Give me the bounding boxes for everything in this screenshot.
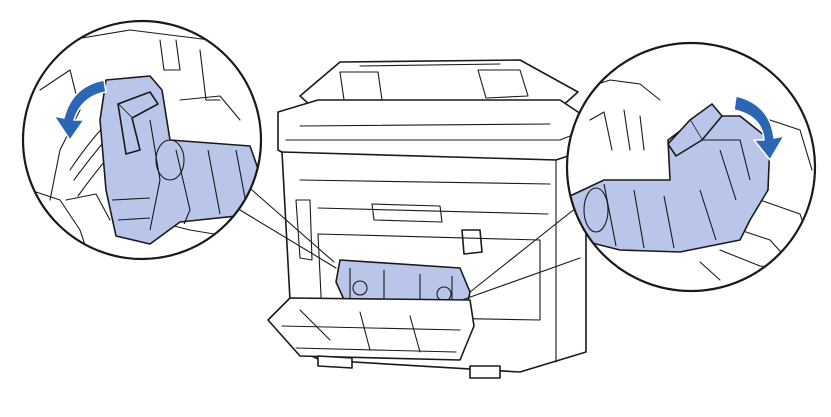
- leader-left: [235, 175, 337, 269]
- printer: [235, 59, 587, 379]
- callout-right: [565, 41, 817, 293]
- side-latch: [461, 229, 483, 255]
- callout-left: [21, 19, 263, 261]
- magnifier-right-ring: [565, 41, 817, 293]
- arrow-left: [53, 79, 107, 141]
- arrow-right: [733, 95, 785, 161]
- fuser-lever-right: [689, 103, 723, 141]
- back-cover-open: [267, 297, 475, 361]
- magnifier-left-ring: [21, 19, 263, 261]
- leader-right: [461, 199, 587, 301]
- rear-handle: [371, 203, 443, 223]
